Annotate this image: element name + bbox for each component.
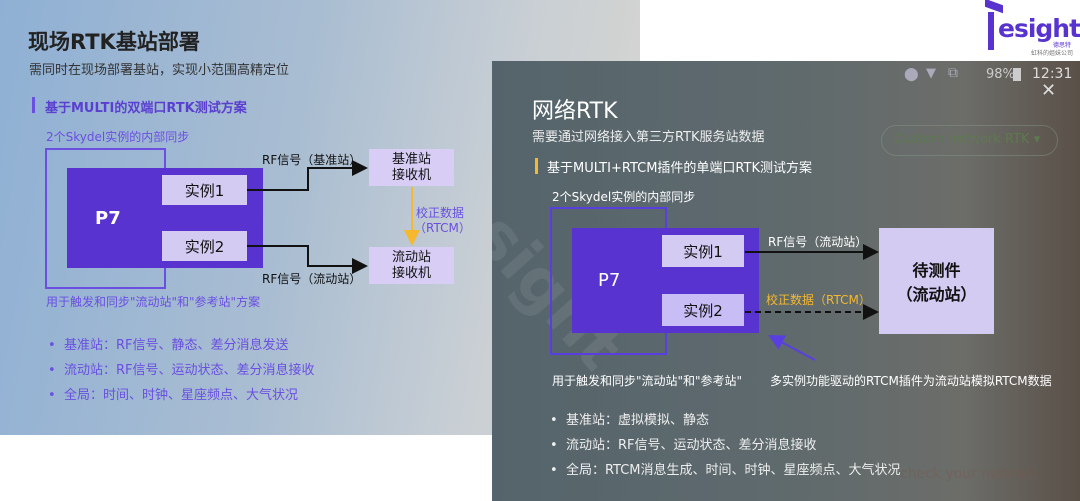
bullet-text: 全局：RTCM消息生成、时间、时钟、星座频点、大气状况 (565, 463, 901, 478)
left-title: 现场RTK基站部署 (28, 30, 200, 54)
dut-sublabel: （流动站） (896, 285, 977, 304)
bullet-item: • 流动站：RF信号、运动状态、差分消息接收 (48, 363, 315, 378)
dut-label: 待测件 (912, 261, 961, 280)
bullet-text: 基准站：RF信号、静态、差分消息发送 (63, 338, 289, 353)
logo-mark-stem (988, 12, 994, 50)
close-icon[interactable]: ✕ (1041, 80, 1057, 101)
bullet-item: • 基准站：RF信号、静态、差分消息发送 (48, 338, 289, 353)
p7-label: P7 (598, 270, 621, 291)
screen-mirror-icon: ⧉ (948, 65, 958, 81)
location-icon: ⬤ (904, 67, 919, 82)
right-section-heading: 基于MULTI+RTCM插件的单端口RTK测试方案 (547, 161, 812, 176)
logo: esight 德思特 虹科的姐妹公司 (985, 0, 1080, 58)
dropdown-value: Custom network RTK (894, 132, 1030, 147)
section-bar (32, 97, 35, 113)
p7-label: P7 (95, 208, 121, 229)
rf-rover-label: RF信号（流动站） (768, 235, 868, 249)
section-bar (535, 158, 538, 174)
dut-box: 待测件 （流动站） (879, 228, 994, 334)
logo-cn: 德思特 (1053, 42, 1072, 49)
right-bullet-list: • 基准站：虚拟模拟、静态 • 流动站：RF信号、运动状态、差分消息接收 • 全… (550, 409, 901, 484)
base-receiver-box: 基准站 接收机 (369, 149, 454, 186)
left-caption: 用于触发和同步"流动站"和"参考站"方案 (46, 295, 261, 309)
bullet-item: • 全局：时间、时钟、星座频点、大气状况 (48, 388, 298, 403)
instance2-box: 实例2 (162, 231, 247, 261)
rf-base-arrow (247, 160, 368, 191)
right-caption-left: 用于触发和同步"流动站"和"参考站" (552, 374, 743, 388)
right-title: 网络RTK (532, 99, 618, 124)
left-subtitle: 需同时在现场部署基站，实现小范围高精定位 (29, 63, 290, 78)
bullet-item: • 流动站：RF信号、运动状态、差分消息接收 (550, 438, 817, 453)
bullet-text: 流动站：RF信号、运动状态、差分消息接收 (63, 363, 315, 378)
right-subtitle: 需要通过网络接入第三方RTK服务站数据 (532, 130, 765, 145)
left-bullet-list: • 基准站：RF信号、静态、差分消息发送 • 流动站：RF信号、运动状态、差分消… (48, 334, 314, 409)
chevron-down-icon: ▾ (1033, 132, 1041, 147)
left-section-heading: 基于MULTI的双端口RTK测试方案 (45, 101, 247, 116)
left-sync-label: 2个Skydel实例的内部同步 (46, 130, 190, 144)
battery-icon (1013, 68, 1021, 81)
instance1-box: 实例1 (162, 175, 247, 205)
bullet-text: 全局：时间、时钟、星座频点、大气状况 (63, 388, 298, 403)
rover-receiver-box: 流动站 接收机 (369, 247, 454, 284)
network-rtk-dropdown[interactable]: Custom network RTK ▾ (881, 125, 1058, 156)
faint-network-text: check your network (900, 466, 1039, 482)
bullet-text: 基准站：虚拟模拟、静态 (565, 413, 709, 428)
right-caption-right: 多实例功能驱动的RTCM插件为流动站模拟RTCM数据 (770, 374, 1052, 388)
correction-label: 校正数据（RTCM） (766, 293, 871, 307)
right-arrows (745, 244, 879, 361)
instance2-box: 实例2 (662, 294, 744, 326)
left-arrows (247, 160, 420, 274)
battery-text: 98% (986, 67, 1015, 82)
correction-label-2: （RTCM） (414, 221, 471, 235)
rf-rover-label: RF信号（流动站） (262, 272, 362, 286)
correction-label-1: 校正数据 (416, 206, 465, 220)
rf-base-label: RF信号（基准站） (262, 153, 362, 167)
instance1-box: 实例1 (662, 235, 744, 267)
wifi-icon: ▼ (926, 66, 936, 81)
bullet-item: • 基准站：虚拟模拟、静态 (550, 413, 709, 428)
pointer-arrow (768, 335, 816, 361)
slide-right-network-rtk: esight ⬤ ▼ ⧉ 98% 12:31 ✕ 网络RTK 需要通过网络接入第… (492, 61, 1080, 501)
bullet-item: • 全局：RTCM消息生成、时间、时钟、星座频点、大气状况 (550, 463, 901, 478)
logo-brand: esight (998, 14, 1080, 43)
logo-tagline: 虹科的姐妹公司 (1031, 50, 1074, 57)
bullet-text: 流动站：RF信号、运动状态、差分消息接收 (565, 438, 817, 453)
clock: 12:31 (1032, 66, 1073, 82)
rf-rover-arrow (247, 245, 368, 274)
right-sync-label: 2个Skydel实例的内部同步 (552, 190, 696, 204)
